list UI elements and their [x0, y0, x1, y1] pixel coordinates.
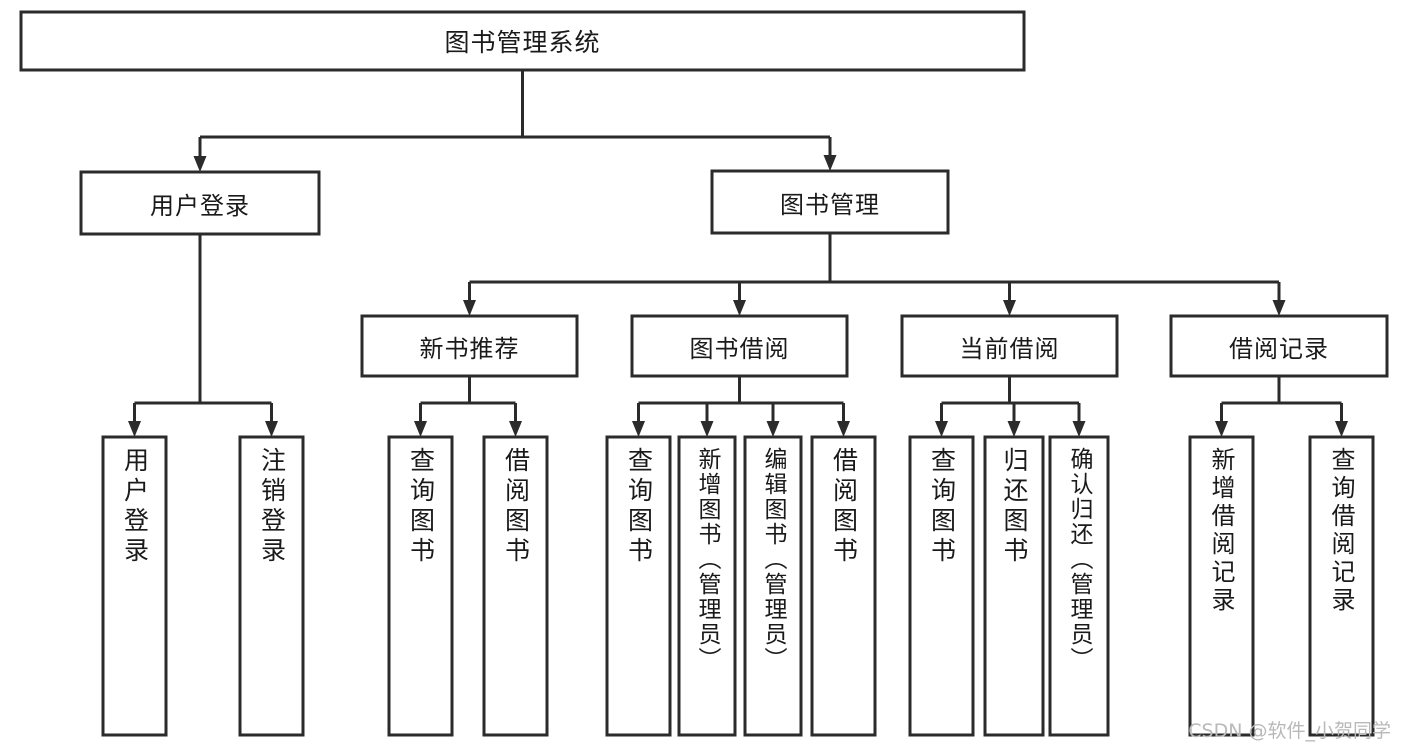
node-box-user-login: [79, 170, 321, 236]
node-box-book-borrow: [630, 314, 849, 378]
arrow-head: [1003, 300, 1016, 316]
node-box-l-borrow-book-2: [810, 435, 877, 737]
node-box-l-query-book-2: [605, 435, 672, 737]
arrow-head: [414, 421, 427, 437]
node-box-book-manage: [710, 169, 950, 235]
node-box-new-book-rec: [360, 314, 579, 378]
arrow-head: [1215, 421, 1228, 437]
arrow-head: [632, 421, 645, 437]
node-box-l-edit-book: [743, 435, 803, 737]
arrow-head: [193, 156, 207, 172]
arrow-head: [1007, 421, 1021, 437]
arrow-head: [837, 421, 850, 437]
arrow-head: [733, 300, 746, 316]
node-box-current-borrow: [900, 314, 1119, 378]
node-box-layer: [19, 10, 1389, 737]
arrow-head: [128, 421, 141, 437]
node-box-l-query-book-3: [908, 435, 975, 737]
node-box-l-add-book: [677, 435, 737, 737]
arrow-head: [823, 155, 837, 171]
arrow-head: [265, 421, 278, 437]
node-box-root: [19, 10, 1026, 72]
arrow-head: [1072, 421, 1086, 437]
arrow-head: [935, 421, 948, 437]
node-box-borrow-record: [1169, 314, 1389, 378]
node-box-l-add-record: [1188, 435, 1255, 737]
node-box-l-query-record: [1308, 435, 1375, 737]
node-box-leaf-user-login: [101, 435, 168, 737]
node-box-l-confirm-return: [1048, 435, 1110, 737]
arrow-head: [509, 421, 522, 437]
arrow-head: [766, 421, 780, 437]
node-box-l-query-book-1: [387, 435, 454, 737]
arrow-head: [700, 421, 714, 437]
node-box-leaf-user-logout: [238, 435, 305, 737]
node-box-l-return-book: [983, 435, 1045, 737]
node-box-l-borrow-book-1: [482, 435, 549, 737]
arrow-head: [1272, 300, 1286, 316]
connector-layer: [128, 70, 1348, 437]
arrow-head: [1335, 421, 1348, 437]
arrow-head: [463, 300, 476, 316]
